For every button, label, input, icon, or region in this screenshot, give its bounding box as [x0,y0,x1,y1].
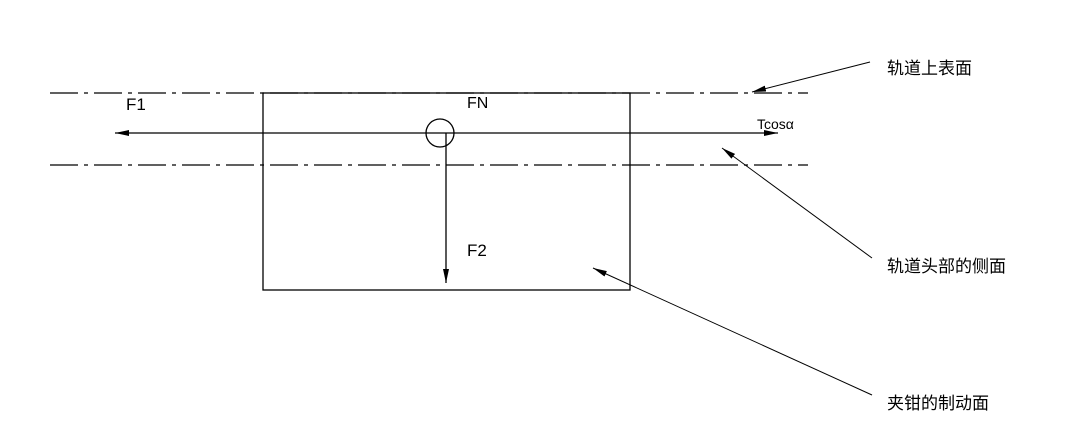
label-rail-top-surface: 轨道上表面 [887,59,972,79]
label-fn: FN [467,95,488,112]
leader-rail-side [721,147,873,259]
label-f1: F1 [126,95,146,114]
clamp-rectangle [262,92,631,291]
label-rail-head-side: 轨道头部的侧面 [887,257,1006,277]
leader-clamp-surface [592,267,873,396]
label-tcos: Tcosα [757,116,794,132]
fn-circle [425,118,455,148]
label-f2: F2 [467,241,487,260]
leader-rail-top [751,61,871,93]
label-clamp-brake-surface: 夹钳的制动面 [887,394,989,414]
